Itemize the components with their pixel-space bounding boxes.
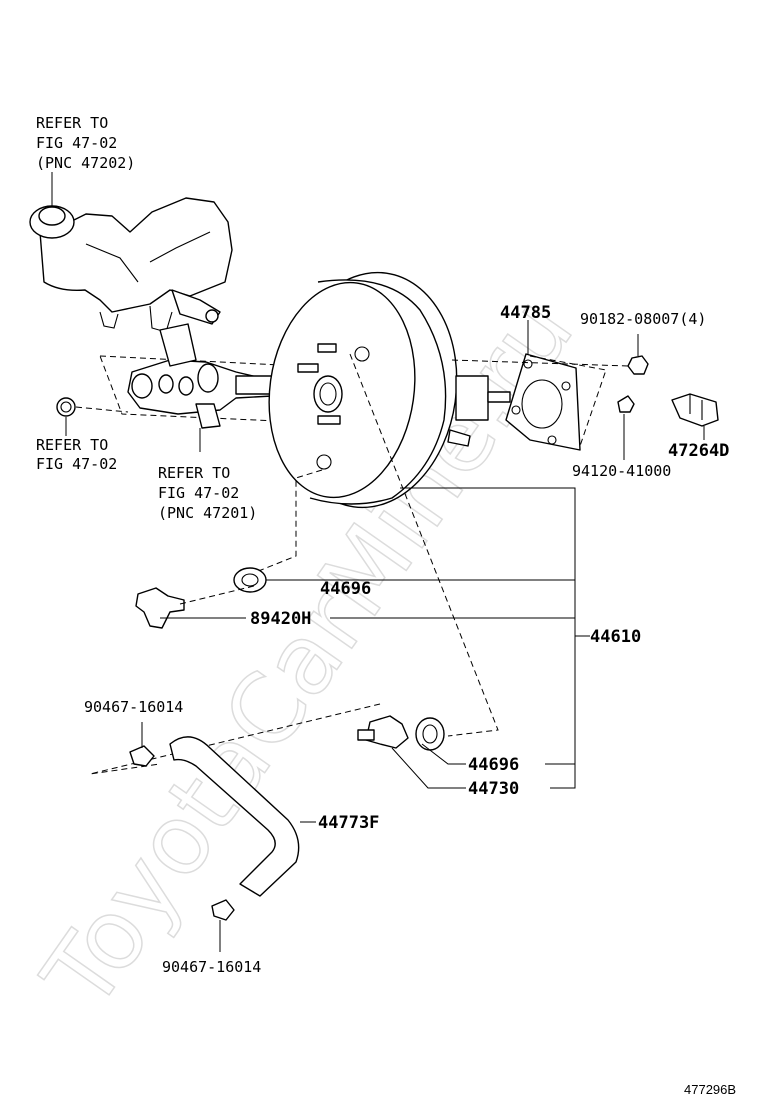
reference-cap-nut: REFER TO FIG 47-02 [36,436,117,473]
check-valve-drawing [89,353,499,789]
label-nut: 90182-08007(4) [580,310,706,328]
label-sensor: 89420H [250,609,311,629]
label-hose: 44773F [318,813,379,833]
svg-text:REFER TO: REFER TO [158,464,230,482]
label-grommet-lower: 44696 [468,755,519,775]
label-grommet-upper: 44696 [320,579,371,599]
grommet-upper-drawing [233,469,575,593]
nut-pin-drawing [451,334,649,460]
label-pin: 94120-41000 [572,462,671,480]
label-clip-lower: 90467-16014 [162,958,261,976]
hose-drawing [129,722,316,952]
svg-text:REFER TO: REFER TO [36,436,108,454]
label-clip-upper: 90467-16014 [84,698,183,716]
diagram-code: 477296B [684,1082,736,1097]
reference-master-cylinder: REFER TO FIG 47-02 (PNC 47201) [158,464,257,522]
brake-booster-drawing [268,271,511,509]
reservoir-drawing [29,172,233,333]
sensor-drawing [135,585,575,629]
label-check-valve: 44730 [468,779,519,799]
reference-reservoir: REFER TO FIG 47-02 (PNC 47202) [36,114,135,172]
label-gasket: 44785 [500,303,551,323]
label-bracket: 47264D [668,441,729,461]
cap-nut-drawing [56,397,129,436]
svg-text:FIG 47-02: FIG 47-02 [158,484,239,502]
gasket-drawing [505,320,607,451]
svg-text:(PNC 47202): (PNC 47202) [36,154,135,172]
svg-text:(PNC 47201): (PNC 47201) [158,504,257,522]
master-cylinder-drawing [99,323,301,452]
svg-text:FIG 47-02: FIG 47-02 [36,134,117,152]
svg-text:REFER TO: REFER TO [36,114,108,132]
svg-text:FIG 47-02: FIG 47-02 [36,455,117,473]
bracket-drawing [671,393,719,440]
label-booster-assy: 44610 [590,627,641,647]
